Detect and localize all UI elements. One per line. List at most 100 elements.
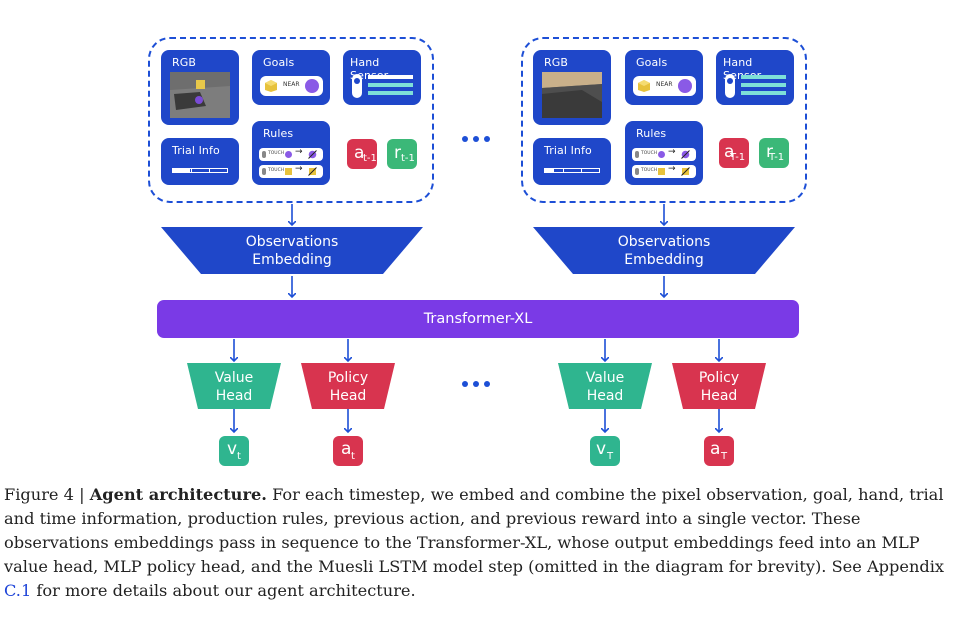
value-output-sub: T [607, 451, 614, 462]
action-output-letter: a [341, 439, 352, 459]
rule-touch-text: TOUCH [268, 151, 285, 156]
goals-card: Goals NEAR [252, 50, 330, 105]
policy-head-shape-right [672, 363, 766, 409]
policy-head-label-right: Policy Head [672, 369, 766, 405]
rgb-label: RGB [544, 56, 569, 69]
observation-group-right [521, 37, 807, 203]
rgb-image [542, 72, 602, 118]
prev-action-box: a T-1 [719, 138, 749, 168]
embedding-label-left: Observations Embedding [161, 233, 423, 269]
rules-card: Rules TOUCH → TOUCH → [252, 121, 330, 185]
embedding-trapezoid-left [161, 227, 423, 274]
goals-near-text: NEAR [656, 81, 673, 88]
goals-label: Goals [636, 56, 668, 69]
embedding-line1: Observations [617, 234, 711, 250]
action-output-sub: t [351, 451, 355, 462]
caption-title: Agent architecture. [89, 485, 267, 504]
yellow-cube-icon [658, 168, 665, 175]
embedding-line1: Observations [245, 234, 339, 250]
hand-sensor-bar-2 [741, 83, 786, 87]
goals-pill: NEAR [260, 76, 323, 96]
embedding-trapezoid-right [533, 227, 795, 274]
value-head-line2: Head [586, 388, 624, 404]
hand-sensor-card: Hand Sensor [716, 50, 794, 105]
purple-sphere-icon [285, 151, 292, 158]
crossed-cube-icon [308, 167, 317, 176]
value-output-box: v t [219, 436, 249, 466]
policy-head-shape-left [301, 363, 395, 409]
crossed-sphere-icon [308, 150, 317, 159]
policy-head-line1: Policy [698, 370, 740, 386]
rule-touch-text: TOUCH [268, 168, 285, 173]
action-output-box: a T [704, 436, 734, 466]
rules-label: Rules [263, 127, 294, 140]
rule-touch-text: TOUCH [641, 168, 658, 173]
prev-reward-letter: r [394, 143, 401, 163]
rule-row-1: TOUCH → [632, 147, 696, 161]
crossed-sphere-icon [681, 150, 690, 159]
action-output-letter: a [710, 439, 721, 459]
hand-icon [262, 151, 266, 158]
hand-sensor-card: Hand Sensor [343, 50, 421, 105]
purple-sphere-icon [305, 79, 319, 93]
rule-row-2: TOUCH → [632, 164, 696, 178]
trial-info-label: Trial Info [544, 144, 592, 157]
rules-card: Rules TOUCH → TOUCH → [625, 121, 703, 185]
value-head-line1: Value [585, 370, 625, 386]
prev-reward-box: r T-1 [759, 138, 789, 168]
caption-body-end: for more details about our agent archite… [31, 581, 416, 600]
purple-sphere-icon [658, 151, 665, 158]
yellow-cube-icon [638, 80, 650, 92]
hand-icon [635, 168, 639, 175]
value-head-label-left: Value Head [187, 369, 281, 405]
policy-head-line2: Head [329, 388, 367, 404]
hand-sensor-bar-3 [368, 91, 413, 95]
trial-info-label: Trial Info [172, 144, 220, 157]
policy-head-label-left: Policy Head [301, 369, 395, 405]
prev-action-letter: a [354, 143, 365, 163]
hand-sensor-bar-2 [368, 83, 413, 87]
value-output-box: v T [590, 436, 620, 466]
goals-near-text: NEAR [283, 81, 300, 88]
action-output-box: a t [333, 436, 363, 466]
value-output-sub: t [237, 451, 241, 462]
rule-row-2: TOUCH → [259, 164, 323, 178]
prev-reward-sub: t-1 [401, 153, 415, 164]
crossed-cube-icon [681, 167, 690, 176]
appendix-link[interactable]: C.1 [4, 581, 32, 600]
caption-figure-number: Figure 4 | [4, 485, 90, 504]
hand-sensor-bar-1 [741, 75, 786, 79]
rgb-label: RGB [172, 56, 197, 69]
embedding-line2: Embedding [252, 252, 332, 268]
hand-sensor-icon [725, 74, 735, 98]
ellipsis-top [462, 136, 490, 142]
policy-head-line1: Policy [327, 370, 369, 386]
value-output-letter: v [227, 439, 238, 459]
yellow-cube-icon [285, 168, 292, 175]
hand-icon [635, 151, 639, 158]
rules-label: Rules [636, 127, 667, 140]
rule-touch-text: TOUCH [641, 151, 658, 156]
figure-caption: Figure 4 | Agent architecture. For each … [4, 483, 959, 603]
hand-icon [262, 168, 266, 175]
arrow-right-icon: → [668, 164, 676, 174]
purple-sphere-icon [678, 79, 692, 93]
embedding-line2: Embedding [624, 252, 704, 268]
caption-body: For each timestep, we embed and combine … [4, 485, 945, 576]
value-head-shape-left [187, 363, 281, 409]
value-head-line1: Value [214, 370, 254, 386]
goals-label: Goals [263, 56, 295, 69]
rgb-card: RGB [533, 50, 611, 125]
rgb-card: RGB [161, 50, 239, 125]
value-output-letter: v [596, 439, 607, 459]
rgb-image [170, 72, 230, 118]
prev-reward-sub: T-1 [769, 152, 785, 163]
rule-row-1: TOUCH → [259, 147, 323, 161]
hand-sensor-bar-3 [741, 91, 786, 95]
value-head-shape-right [558, 363, 652, 409]
prev-reward-letter: r [766, 142, 773, 162]
embedding-label-right: Observations Embedding [533, 233, 795, 269]
goals-pill: NEAR [633, 76, 696, 96]
hand-sensor-icon [352, 74, 362, 98]
